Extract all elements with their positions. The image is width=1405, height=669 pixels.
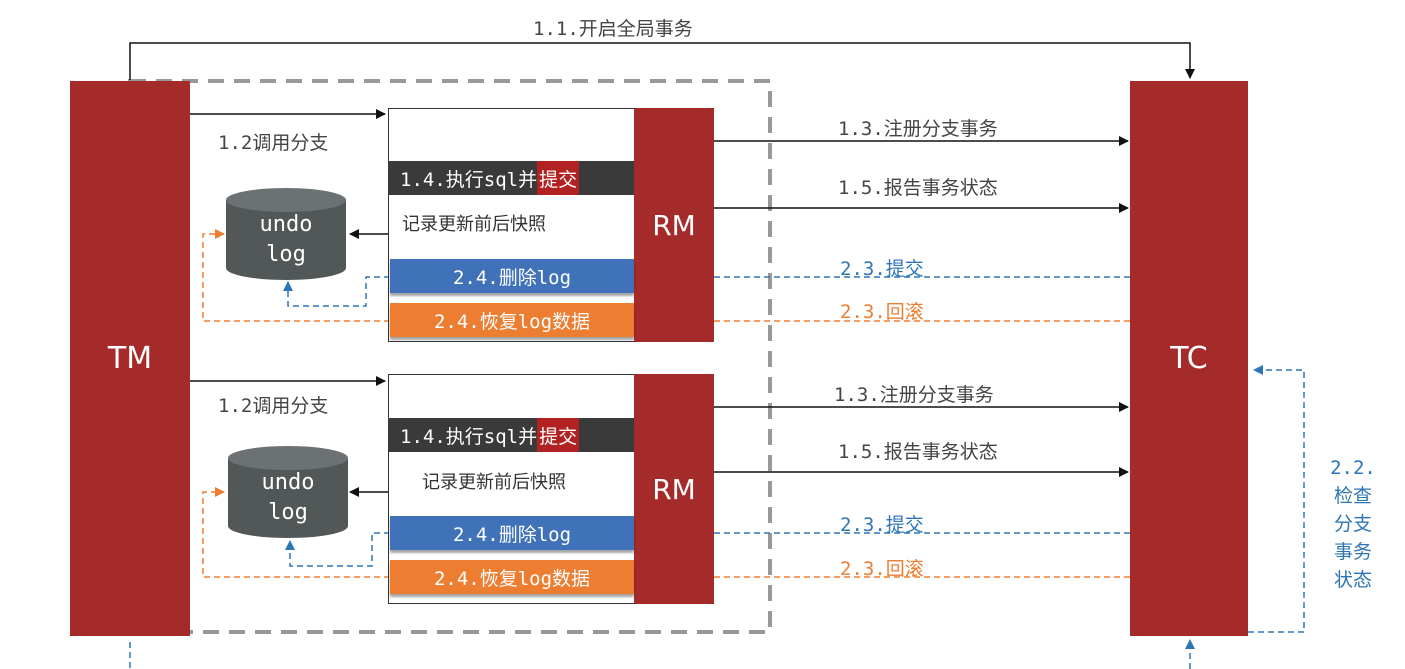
check-line5: 状态 (1333, 569, 1372, 591)
undo-log-text-1: undo log (224, 210, 348, 270)
check-line3: 分支 (1333, 513, 1372, 535)
rm-label-1: RM (652, 208, 696, 242)
report-label-1: 1.5.报告事务状态 (838, 177, 998, 199)
begin-global-arrow (129, 42, 1195, 80)
delete-log-arrow-2 (285, 532, 390, 567)
exec-commit-label-2: 提交 (537, 418, 580, 452)
rm-block-2: RM (634, 374, 714, 604)
undo-log-text-2: undo log (226, 468, 350, 528)
snapshot-label-2: 记录更新前后快照 (422, 472, 566, 493)
tm-label: TM (107, 341, 153, 376)
register-label-1: 1.3.注册分支事务 (838, 118, 998, 140)
exec-sql-bar-2: 1.4.执行sql并 提交 (388, 418, 634, 452)
tc-label: TC (1170, 341, 1208, 376)
recover-log-label-2: 2.4.恢复log数据 (433, 567, 591, 590)
commit-label-1: 2.3.提交 (840, 258, 924, 280)
delete-log-arrow-1 (283, 276, 390, 307)
rollback-label-1: 2.3.回滚 (840, 301, 924, 323)
db-line1-2: undo (261, 470, 315, 495)
delete-log-bar-2: 2.4.删除log (390, 516, 634, 550)
undo-log-db-2 (228, 446, 348, 538)
db-line1-1: undo (259, 212, 313, 237)
begin-global-label: 1.1.开启全局事务 (533, 18, 693, 40)
rm-block-1: RM (634, 108, 714, 342)
db-line2-1: log (266, 242, 306, 267)
exec-commit-label-1: 提交 (537, 161, 580, 195)
undo-log-db-1 (226, 188, 346, 280)
tc-pillar: TC (1130, 81, 1248, 636)
recover-log-bar-2: 2.4.恢复log数据 (390, 560, 634, 594)
exec-sql-label-1: 1.4.执行sql并 (400, 168, 538, 191)
call-branch-label-1: 1.2调用分支 (218, 132, 329, 154)
check-line2: 检查 (1333, 485, 1372, 507)
tm-pillar: TM (70, 81, 190, 636)
rm-label-2: RM (652, 472, 696, 506)
check-line1: 2.2. (1330, 457, 1376, 479)
rollback-label-2: 2.3.回滚 (840, 558, 924, 580)
report-label-2: 1.5.报告事务状态 (838, 441, 998, 463)
delete-log-label-2: 2.4.删除log (452, 523, 572, 546)
check-status-arrow (1248, 365, 1305, 633)
delete-log-bar-1: 2.4.删除log (390, 259, 634, 293)
exec-sql-bar-1: 1.4.执行sql并 提交 (388, 161, 634, 195)
recover-log-bar-1: 2.4.恢复log数据 (390, 303, 634, 337)
register-label-2: 1.3.注册分支事务 (834, 384, 994, 406)
exec-sql-label-2: 1.4.执行sql并 (400, 425, 538, 448)
recover-log-label-1: 2.4.恢复log数据 (433, 310, 591, 333)
commit-label-2: 2.3.提交 (840, 514, 924, 536)
check-status-label: 2.2. 检查 分支 事务 状态 (1318, 454, 1388, 594)
recover-log-arrow-1 (202, 229, 390, 322)
call-branch-label-2: 1.2调用分支 (218, 395, 329, 417)
db-line2-2: log (268, 500, 308, 525)
check-line4: 事务 (1333, 541, 1372, 563)
snapshot-label-1: 记录更新前后快照 (402, 214, 546, 235)
recover-log-arrow-2 (202, 487, 390, 578)
delete-log-label-1: 2.4.删除log (452, 266, 572, 289)
